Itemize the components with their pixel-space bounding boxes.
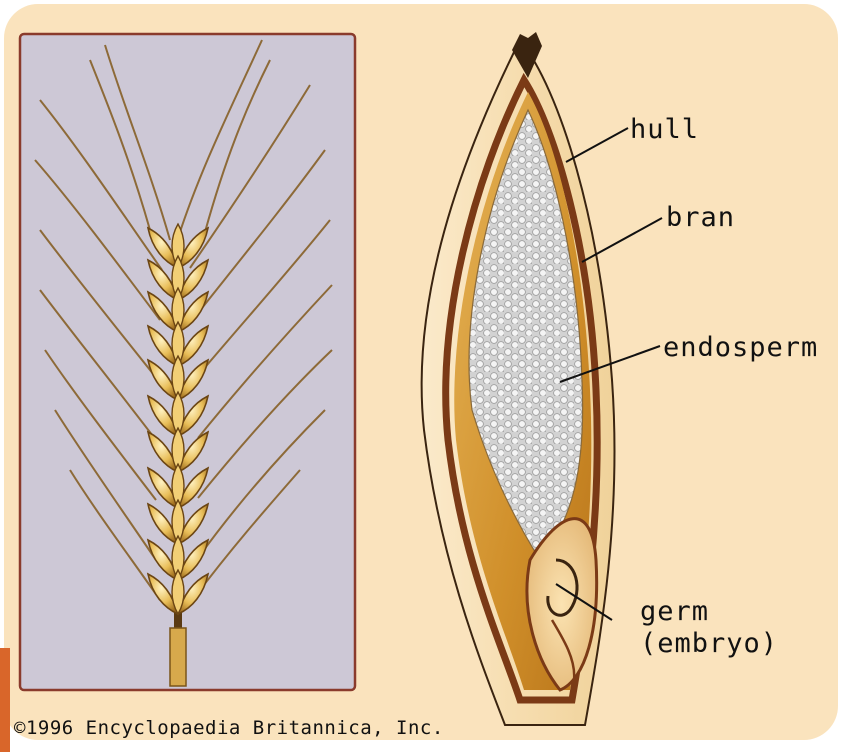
spikelets — [148, 224, 208, 614]
endosperm-label: endosperm — [663, 332, 818, 363]
germ-label: germ — [640, 596, 709, 627]
hull-label: hull — [630, 114, 699, 145]
accent-corner — [0, 648, 10, 752]
embryo-label: (embryo) — [640, 628, 778, 659]
stem — [170, 628, 186, 686]
copyright-notice: ©1996 Encyclopaedia Britannica, Inc. — [14, 717, 444, 739]
bran-label: bran — [666, 202, 735, 233]
wheat-head-panel — [20, 34, 355, 690]
